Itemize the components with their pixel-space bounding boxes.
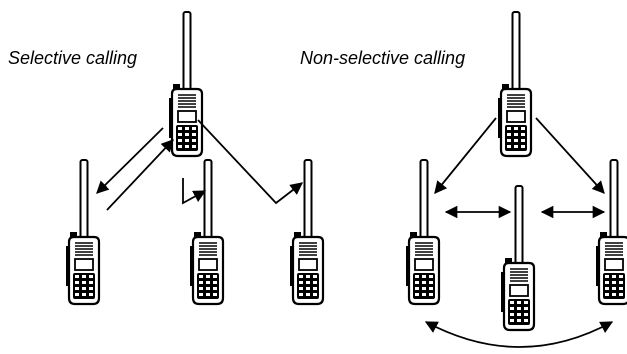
- arrow-icon: [535, 117, 605, 194]
- handheld-radio-icon: [404, 158, 441, 306]
- arrow-icon: [106, 139, 174, 211]
- arrow-icon: [424, 321, 614, 348]
- arrow-icon: [197, 119, 303, 205]
- handheld-radio-icon: [496, 10, 533, 158]
- handheld-radio-icon: [288, 158, 325, 306]
- handheld-radio-icon: [64, 158, 101, 306]
- selective-calling-label: Selective calling: [8, 48, 138, 68]
- non-selective-calling-label: Non-selective calling: [300, 48, 466, 68]
- arrow-icon: [96, 127, 164, 194]
- handheld-radio-icon: [188, 158, 225, 306]
- handheld-radio-icon: [499, 184, 536, 332]
- arrow-icon: [434, 117, 497, 194]
- arrow-icon: [182, 178, 207, 205]
- handheld-radio-icon: [594, 158, 627, 306]
- handheld-radio-icon: [167, 10, 204, 158]
